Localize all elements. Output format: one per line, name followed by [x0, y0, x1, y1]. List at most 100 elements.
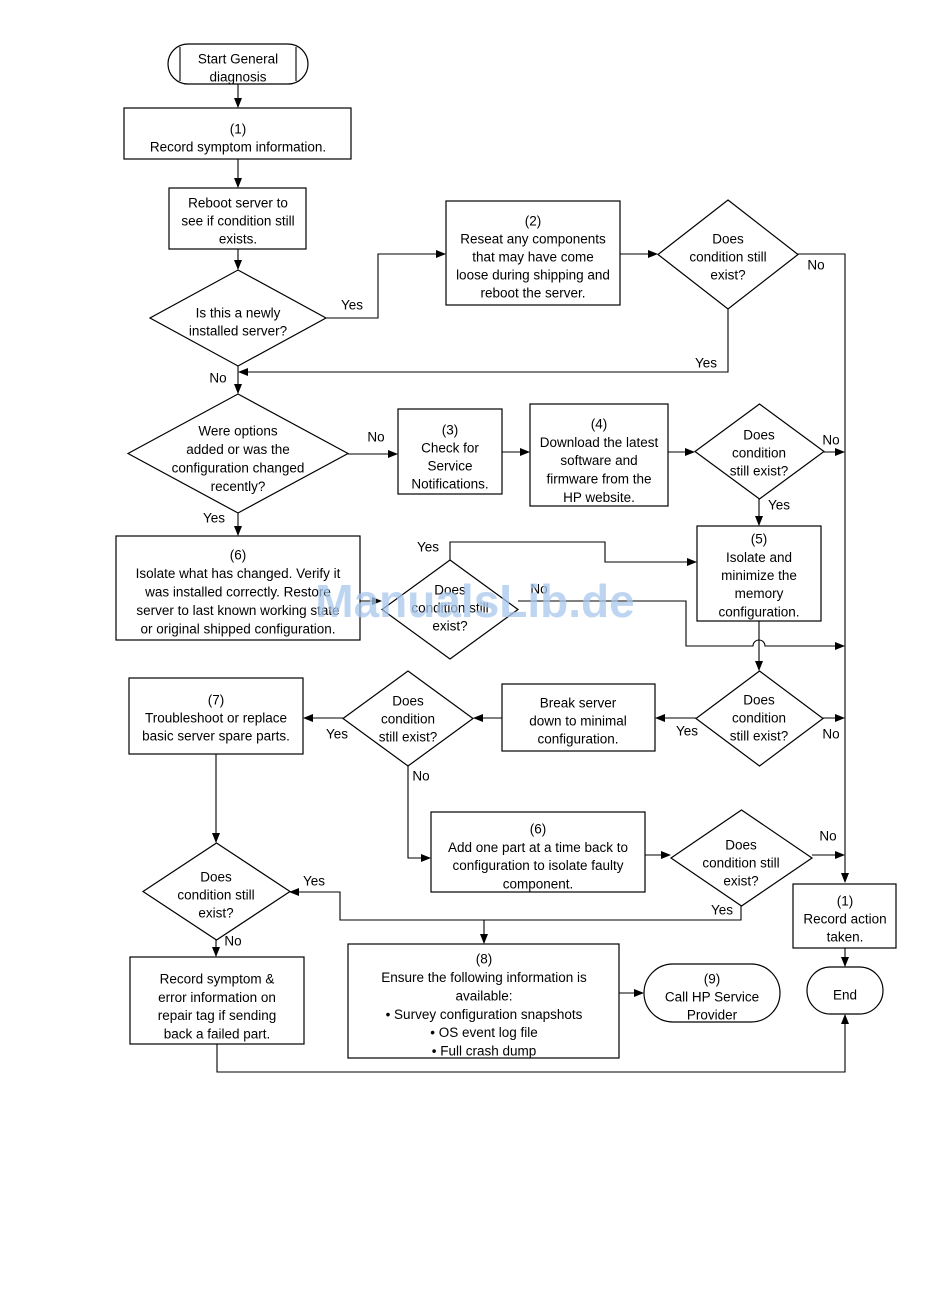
node-text-line: condition still [411, 601, 488, 616]
node-text-line: Does [743, 693, 775, 708]
decision-diamond [669, 809, 814, 907]
branch-label-no: No [822, 433, 839, 448]
connector-26 [289, 888, 742, 921]
node-text-line: Is this a newly [196, 306, 281, 321]
node-text-line: (9) [704, 972, 721, 987]
node-text-line: exist? [432, 619, 467, 634]
node-text-line: recently? [211, 479, 266, 494]
node-text-line: Record action [803, 912, 886, 927]
connector-23 [407, 766, 431, 862]
node-text-line: (7) [208, 693, 225, 708]
process-box [430, 811, 646, 893]
node-text-line: Service [427, 459, 472, 474]
node-text-line: basic server spare parts. [142, 729, 290, 744]
node-newly: Is this a newly installed server? [148, 269, 328, 367]
process-box [123, 107, 352, 160]
process-box [529, 403, 669, 507]
process-box [696, 525, 822, 622]
flow-connectors [212, 84, 849, 1073]
node-text-line: Record symptom information. [150, 140, 326, 155]
node-text-line: Download the latest [540, 435, 659, 450]
node-text-line: repair tag if sending [158, 1008, 277, 1023]
process-box [501, 683, 656, 752]
decision-diamond [141, 842, 292, 941]
branch-label-no: No [822, 727, 839, 742]
node-text-line: still exist? [379, 730, 438, 745]
process-box [129, 956, 305, 1045]
node-text-line: Ensure the following information is [381, 970, 587, 985]
node-text-line: condition still [177, 888, 254, 903]
node-text-line: condition [381, 712, 435, 727]
connector-16 [449, 541, 697, 566]
branch-label-yes: Yes [768, 498, 790, 513]
node-text-line: see if condition still [181, 214, 294, 229]
node-text-line: • Full crash dump [432, 1044, 537, 1059]
node-text-line: Does [725, 838, 757, 853]
node-text-line: Troubleshoot or replace [145, 711, 287, 726]
node-text-line: that may have come [472, 250, 594, 265]
branch-label-no: No [530, 582, 547, 597]
branch-label-yes: Yes [676, 724, 698, 739]
watermark: ManualsLib.de [315, 575, 634, 627]
decision-diamond [148, 269, 328, 367]
node-text-line: available: [455, 988, 512, 1003]
node-text-line: Notifications. [411, 477, 488, 492]
node-text-line: down to minimal [529, 714, 627, 729]
branch-label-yes: Yes [326, 727, 348, 742]
node-text-line: added or was the [186, 442, 290, 457]
branch-label-no: No [367, 430, 384, 445]
process-box [445, 200, 621, 306]
node-text-line: Provider [687, 1008, 738, 1023]
node-text-line: back a failed part. [164, 1026, 271, 1041]
node-text-line: condition [732, 711, 786, 726]
node-text-line: Check for [421, 441, 479, 456]
node-text-line: Isolate and [726, 550, 792, 565]
branch-label-no: No [224, 934, 241, 949]
process-box [168, 187, 307, 250]
process-box [792, 883, 897, 949]
node-d-add: Does condition still exist? [669, 809, 814, 907]
branch-label-yes: Yes [203, 511, 225, 526]
node-text-line: diagnosis [209, 70, 266, 85]
node-text-line: error information on [158, 990, 276, 1005]
node-text-line: Does [392, 694, 424, 709]
node-text-line: condition still [702, 856, 779, 871]
node-text-line: installed server? [189, 324, 287, 339]
branch-label-yes: Yes [417, 540, 439, 555]
node-text-line: configuration. [718, 604, 799, 619]
terminator-shape [643, 963, 781, 1023]
connector-5 [798, 253, 846, 359]
node-record-fail: Record symptom &error information onrepa… [129, 956, 305, 1045]
node-text-line: Were options [198, 424, 278, 439]
node-text-line: configuration. [537, 732, 618, 747]
node-text-line: (6) [230, 548, 247, 563]
connector-7 [238, 309, 729, 376]
node-n1: (1)Record symptom information. [123, 107, 352, 160]
node-text-line: Call HP Service [665, 990, 759, 1005]
process-box [397, 408, 503, 495]
node-text-line: server to last known working state [136, 603, 339, 618]
node-text-line: exist? [723, 874, 758, 889]
node-text-line: minimize the [721, 568, 797, 583]
node-n8: (8)Ensure the following information isav… [347, 943, 620, 1059]
branch-label-yes: Yes [341, 298, 363, 313]
node-text-line: End [833, 988, 857, 1003]
connector-32 [216, 1014, 849, 1073]
decision-diamond [694, 670, 825, 767]
node-text-line: or original shipped configuration. [140, 622, 335, 637]
decision-diamond [693, 403, 826, 500]
